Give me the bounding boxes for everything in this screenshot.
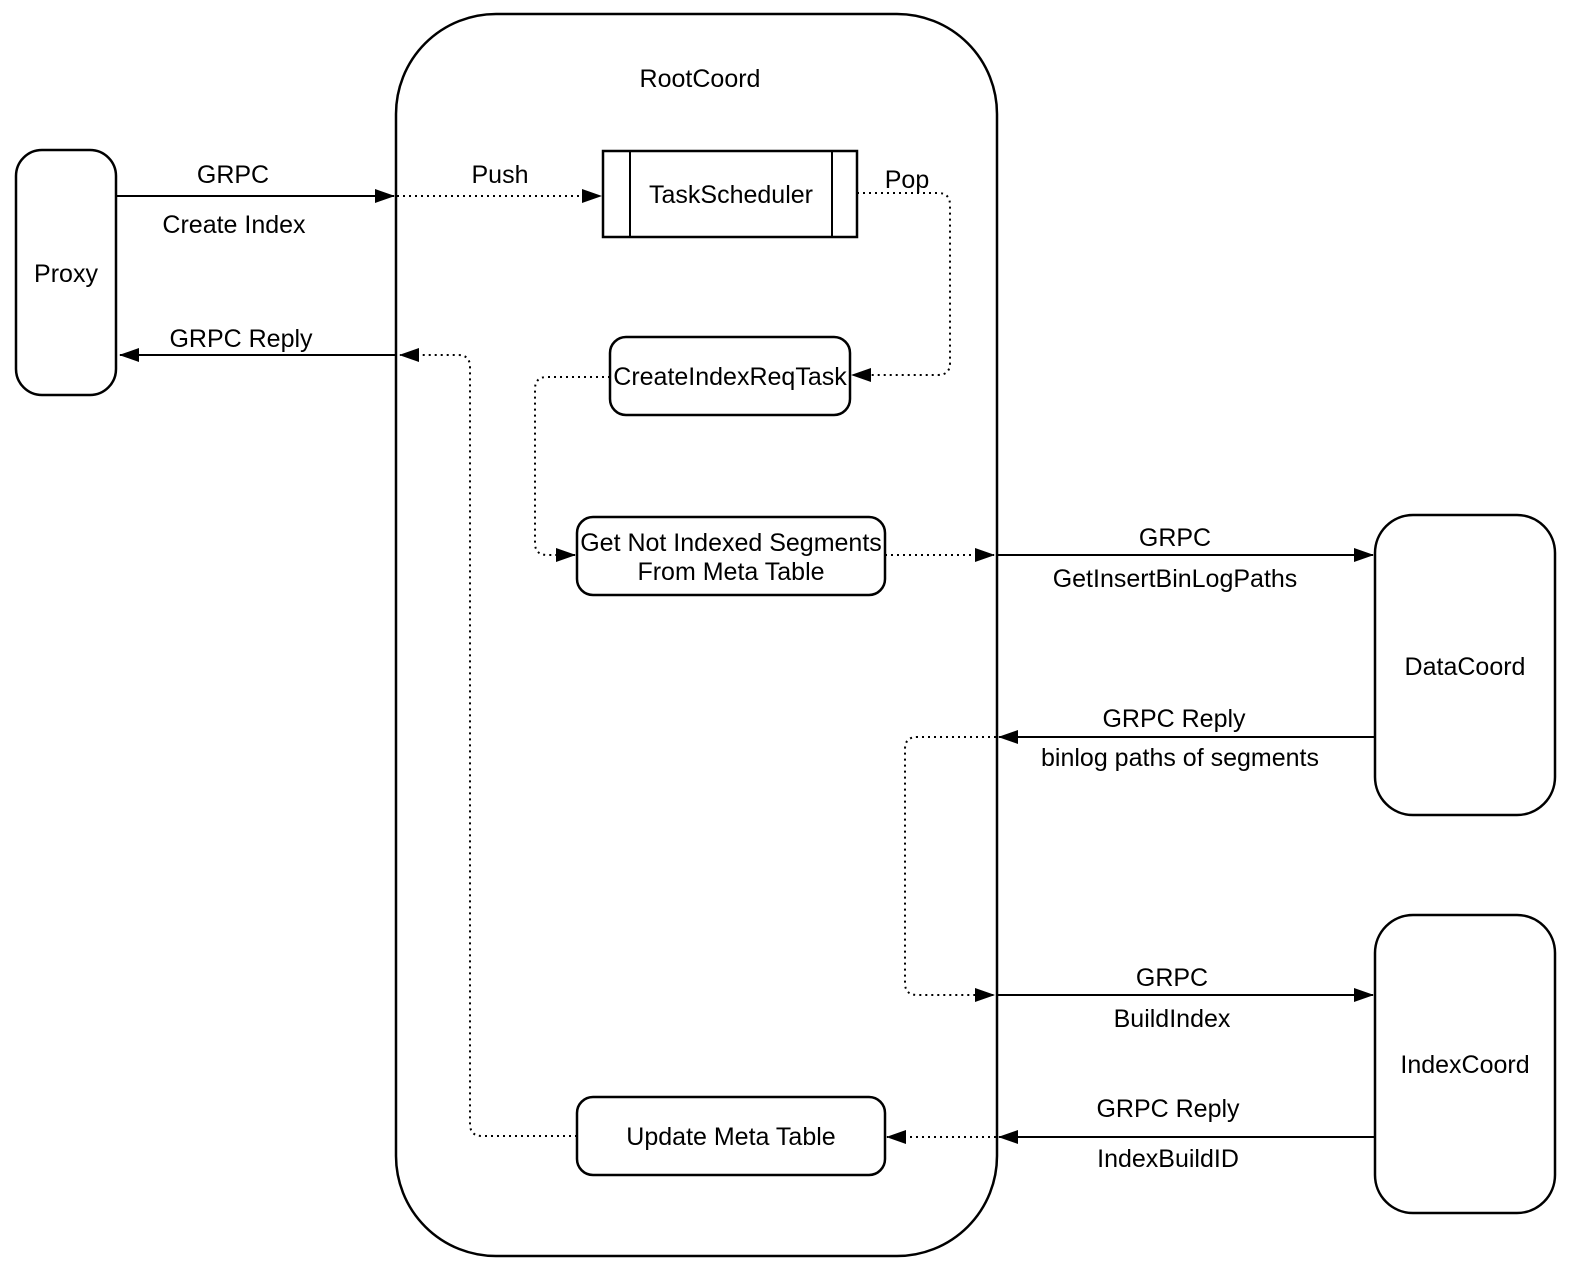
data-coord-label: DataCoord — [1405, 653, 1526, 681]
edge-datacoord-to-rootcoord-message: binlog paths of segments — [1041, 744, 1319, 772]
update-meta-table-label: Update Meta Table — [626, 1123, 835, 1151]
proxy-label: Proxy — [34, 260, 98, 288]
edge-push-label: Push — [472, 161, 529, 189]
rootcoord-container — [394, 12, 999, 1258]
edge-proxy-to-rootcoord-message: Create Index — [162, 211, 306, 239]
proxy-node — [14, 148, 118, 397]
data-coord-node — [1373, 513, 1557, 817]
edge-proxy-to-rootcoord-protocol: GRPC — [197, 161, 269, 189]
edge-create-task-to-get-segments — [534, 376, 610, 562]
edge-rootcoord-to-indexcoord-message: BuildIndex — [1114, 1005, 1231, 1033]
rootcoord-label: RootCoord — [640, 65, 761, 93]
task-scheduler-node — [601, 149, 859, 239]
index-coord-label: IndexCoord — [1400, 1051, 1529, 1079]
index-coord-node — [1373, 913, 1557, 1215]
edge-indexcoord-to-rootcoord-protocol: GRPC Reply — [1096, 1095, 1240, 1123]
edge-rootcoord-to-datacoord-protocol: GRPC — [1139, 524, 1211, 552]
edge-rootcoord-to-proxy-protocol: GRPC Reply — [169, 325, 313, 353]
edge-update-meta-table-to-reply — [399, 348, 577, 1137]
get-not-indexed-segments-label-line2: From Meta Table — [637, 558, 824, 586]
get-not-indexed-segments-label-line1: Get Not Indexed Segments — [580, 529, 882, 557]
edge-pop — [851, 192, 951, 382]
edge-rootcoord-to-indexcoord-protocol: GRPC — [1136, 964, 1208, 992]
edge-rootcoord-to-datacoord-message: GetInsertBinLogPaths — [1053, 565, 1298, 593]
create-index-req-task-label: CreateIndexReqTask — [613, 363, 847, 391]
task-scheduler-label: TaskScheduler — [649, 181, 813, 209]
edge-pop-label: Pop — [885, 166, 929, 194]
edge-indexcoord-to-rootcoord-message: IndexBuildID — [1097, 1145, 1239, 1173]
edge-datacoord-to-rootcoord-protocol: GRPC Reply — [1102, 705, 1246, 733]
